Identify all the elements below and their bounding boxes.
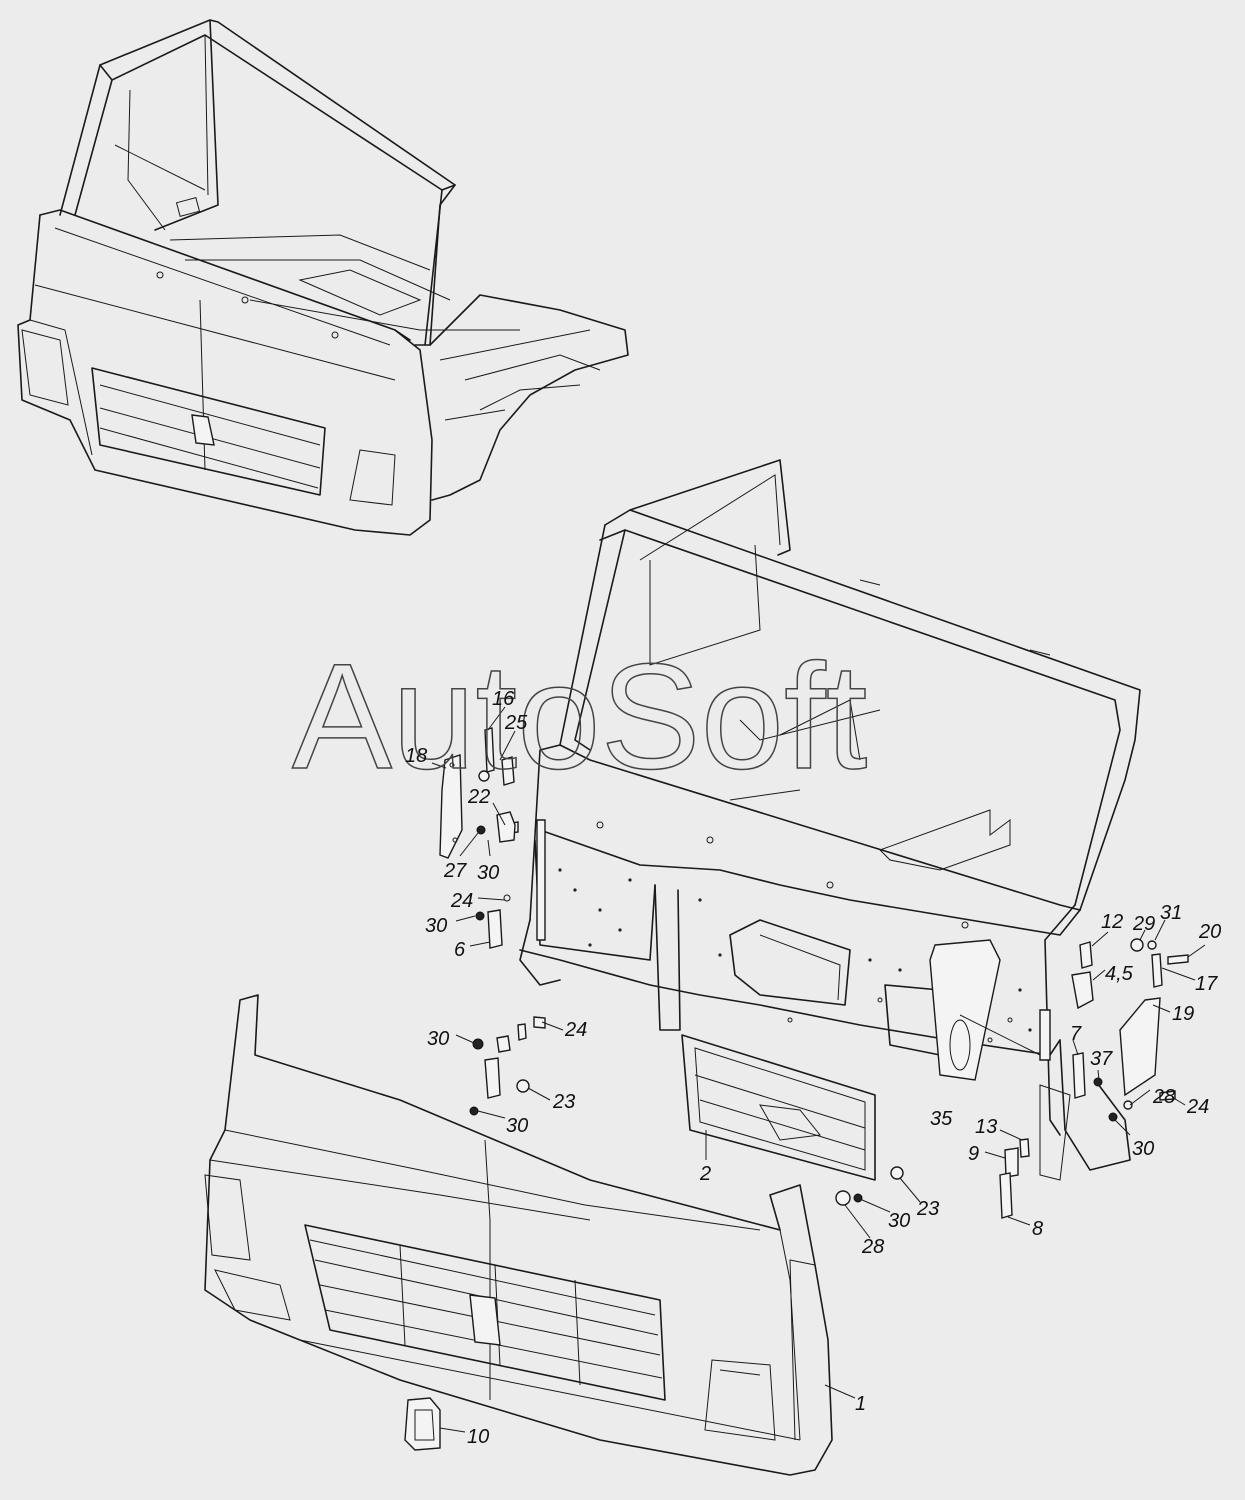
callout-13: 13 xyxy=(975,1116,997,1138)
callout-1: 1 xyxy=(855,1393,866,1415)
callout-6: 6 xyxy=(454,939,466,961)
callout-23: 23 xyxy=(552,1091,575,1113)
callout-2: 2 xyxy=(699,1163,711,1185)
callout-8: 8 xyxy=(1032,1218,1043,1240)
callout-29: 29 xyxy=(1132,913,1155,935)
callout-28: 28 xyxy=(1152,1086,1175,1108)
hardware-parts xyxy=(404,727,1189,1451)
callout-24: 24 xyxy=(1186,1096,1209,1118)
callout-30: 30 xyxy=(425,915,447,937)
callout-35: 35 xyxy=(930,1108,953,1130)
callout-30: 30 xyxy=(506,1115,528,1137)
callout-12: 12 xyxy=(1101,911,1123,933)
callout-24: 24 xyxy=(450,890,473,912)
callout-30: 30 xyxy=(888,1210,910,1232)
callout-20: 20 xyxy=(1198,921,1221,943)
callout-28: 28 xyxy=(861,1236,884,1258)
callout-19: 19 xyxy=(1172,1003,1194,1025)
callout-27: 27 xyxy=(443,860,467,882)
front-facing-1 xyxy=(204,994,833,1476)
callout-23: 23 xyxy=(916,1198,939,1220)
callout-17: 17 xyxy=(1195,973,1218,995)
callout-30: 30 xyxy=(427,1028,449,1050)
callout-25: 25 xyxy=(504,712,528,734)
callout-24: 24 xyxy=(564,1019,587,1041)
watermark-text: AutoSoft xyxy=(292,632,867,800)
callout-16: 16 xyxy=(492,688,515,710)
callout-18: 18 xyxy=(405,745,427,767)
callout-10: 10 xyxy=(467,1426,489,1448)
front-panel-2 xyxy=(681,1034,876,1181)
cab-shell xyxy=(519,459,1141,1181)
callout-labels: 16 25 18 22 27 30 24 30 6 30 24 23 30 2 … xyxy=(405,688,1221,1448)
callout-4-5: 4,5 xyxy=(1105,963,1134,985)
callout-22: 22 xyxy=(467,786,490,808)
callout-7: 7 xyxy=(1070,1023,1082,1045)
leader-lines xyxy=(431,706,1206,1433)
assembled-cab xyxy=(17,19,629,536)
callout-37: 37 xyxy=(1090,1048,1113,1070)
callout-31: 31 xyxy=(1160,902,1182,924)
callout-30: 30 xyxy=(477,862,499,884)
callout-30: 30 xyxy=(1132,1138,1154,1160)
callout-9: 9 xyxy=(968,1143,979,1165)
